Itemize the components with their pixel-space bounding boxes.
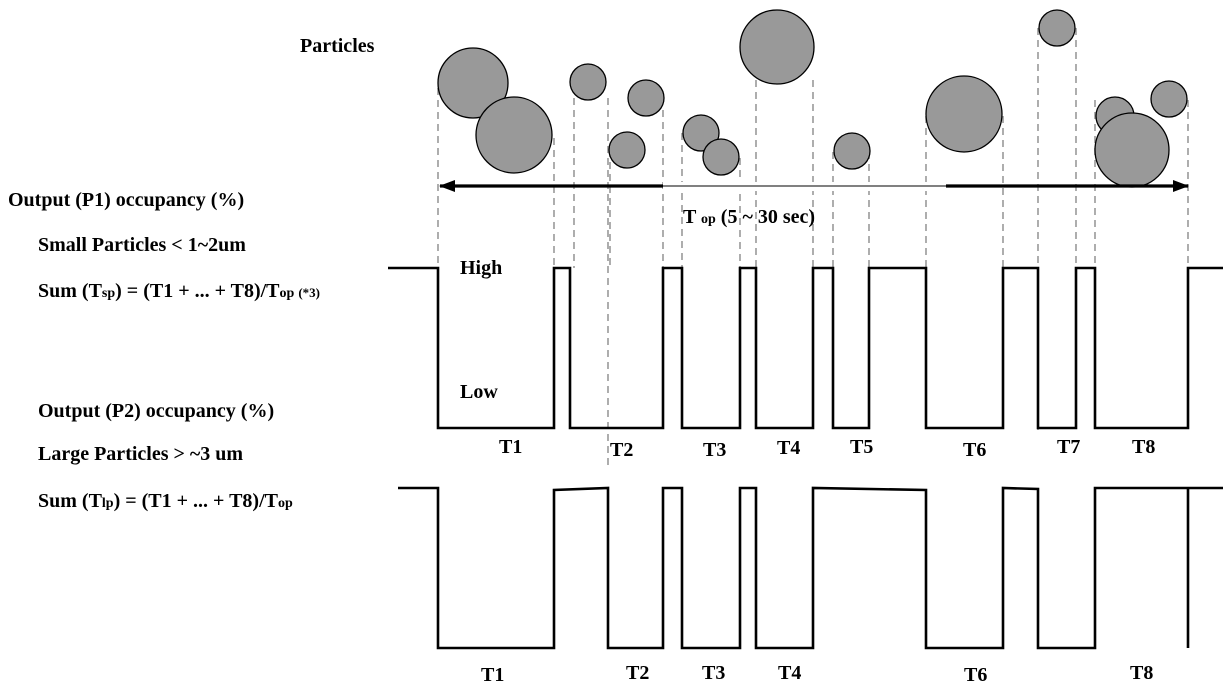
particle — [569, 63, 607, 101]
p2-formula: Sum (Tlp) = (T1 + ... + T8)/Top — [38, 490, 293, 512]
particle — [702, 138, 740, 176]
particle — [833, 132, 871, 170]
p1-subtitle: Small Particles < 1~2um — [38, 234, 246, 256]
p2-pulse-label-t2: T2 — [626, 662, 649, 684]
particle — [925, 75, 1003, 153]
particle — [739, 9, 815, 85]
p1-signal — [388, 266, 1223, 430]
high-label: High — [460, 257, 502, 279]
low-label: Low — [460, 381, 498, 403]
p1-pulse-label-t2: T2 — [610, 439, 633, 461]
particle — [608, 131, 646, 169]
particles-label: Particles — [300, 35, 375, 57]
p1-pulse-label-t7: T7 — [1057, 436, 1080, 458]
p1-title: Output (P1) occupancy (%) — [8, 189, 244, 211]
p1-pulse-label-t4: T4 — [777, 437, 800, 459]
particles — [437, 9, 1188, 188]
p2-pulse-label-t4: T4 — [778, 662, 801, 684]
p1-formula: Sum (Tsp) = (T1 + ... + T8)/Top(*3) — [38, 280, 320, 302]
p2-pulse-label-t3: T3 — [702, 662, 725, 684]
particle — [1038, 9, 1076, 47]
p2-subtitle: Large Particles > ~3 um — [38, 443, 243, 465]
particle — [1094, 112, 1170, 188]
p1-pulse-label-t8: T8 — [1132, 436, 1155, 458]
p1-pulse-label-t3: T3 — [703, 439, 726, 461]
particle — [1150, 80, 1188, 118]
particle — [627, 79, 665, 117]
p2-pulse-label-t8: T8 — [1130, 662, 1153, 684]
p2-title: Output (P2) occupancy (%) — [38, 400, 274, 422]
particle — [437, 47, 509, 119]
p1-pulse-label-t6: T6 — [963, 439, 986, 461]
p2-signal — [398, 486, 1223, 650]
p2-pulse-label-t1: T1 — [481, 664, 504, 686]
p1-pulse-label-t1: T1 — [499, 436, 522, 458]
p1-pulse-label-t5: T5 — [850, 436, 873, 458]
top-span-label: T op (5 ~ 30 sec) — [683, 206, 815, 228]
particle — [475, 96, 553, 174]
p2-pulse-label-t6: T6 — [964, 664, 987, 686]
